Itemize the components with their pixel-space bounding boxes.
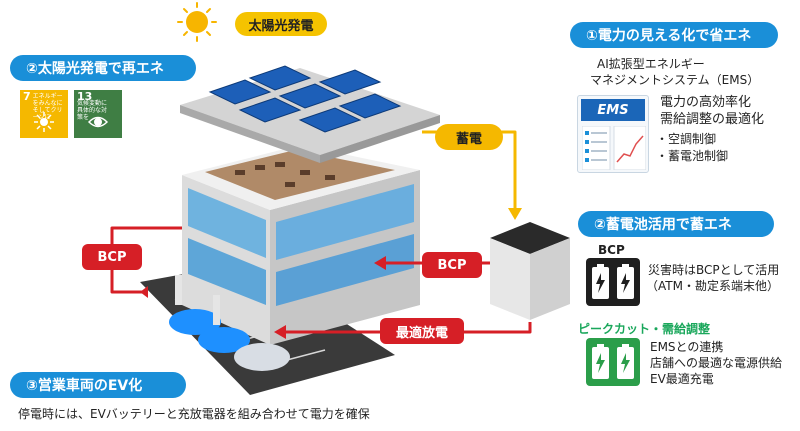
sdg-13-number: 13 [77,90,93,103]
section-1-ems-title: ①電力の見える化で省エネ [570,22,778,48]
bcp-battery-icon [586,258,640,306]
peak-line-1: EMSとの連携 [650,340,724,354]
battery-bolt-icon [592,264,634,299]
battery-cabinet [490,222,570,320]
ems-bullet-item: 蓄電池制御 [656,148,728,165]
section-2-solar-title: ②太陽光発電で再エネ [10,55,196,81]
bcp-left-label: BCP [82,244,142,270]
ev-cars [169,275,290,371]
sun-icon [34,112,54,132]
solar-panels [208,65,402,133]
peak-cut-heading: ピークカット・需給調整 [578,322,711,336]
sdg-13-badge: 13気候変動に具体的な対策を [74,90,122,138]
ems-point-2: 需給調整の最適化 [660,112,765,127]
sun-icon [177,2,217,42]
bcp-right-label: BCP [422,252,482,278]
ems-bullet-item: 空調制御 [656,131,728,148]
bcp-heading: BCP [598,243,625,257]
solar-label: 太陽光発電 [235,12,327,36]
ems-dashboard-icon: EMS [577,95,649,173]
storage-label: 蓄電 [435,124,503,150]
earth-eye-icon [88,116,108,128]
ems-logo: EMS [581,99,645,121]
ems-bullet-list: 空調制御 蓄電池制御 [656,131,728,165]
battery-bolt-icon [592,344,634,379]
peak-line-3: EV最適充電 [650,372,714,386]
sdg-13-label: 気候変動に具体的な対策を [77,100,108,121]
optimal-discharge-label: 最適放電 [380,318,464,344]
section-3-ev-title: ③営業車両のEV化 [10,372,186,398]
ems-system-line1: AI拡張型エネルギー [597,57,705,71]
peak-line-2: 店舗への最適な電源供給 [650,356,783,370]
roof-slab [180,68,440,155]
bcp-line-2: （ATM・勘定系端末他） [646,279,779,293]
ems-chart-icon [582,126,646,170]
discharge-arrow [282,322,532,334]
ems-point-1: 電力の高効率化 [660,95,752,110]
section-2-battery-title: ②蓄電池活用で蓄エネ [578,211,774,237]
sdg-7-label: エネルギーをみんなに そしてクリーンに [32,93,63,121]
peak-battery-icon [586,338,640,386]
ems-system-line2: マネジメントシステム（EMS） [590,73,760,87]
section-3-description: 停電時には、EVバッテリーと充放電器を組み合わせて電力を確保 [18,407,370,421]
sdg-7-number: 7 [23,90,31,103]
bcp-line-1: 災害時はBCPとして活用 [648,263,780,277]
